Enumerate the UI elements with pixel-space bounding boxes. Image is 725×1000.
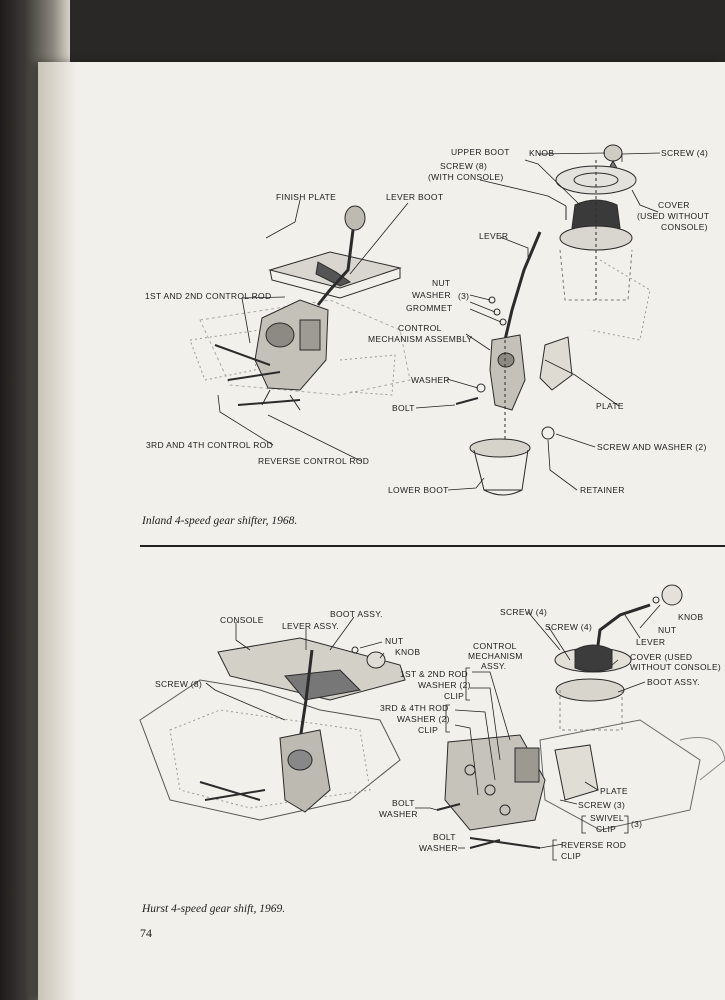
label-plate: PLATE (600, 786, 628, 796)
label-3rd-4th-control-rod: 3RD AND 4TH CONTROL ROD (146, 440, 274, 450)
label-nut-right: NUT (658, 625, 677, 635)
label-washer-2: WASHER (419, 843, 458, 853)
label-qty-3: (3) (631, 819, 643, 829)
label-screw-8: SCREW (8) (440, 161, 488, 171)
label-lever-right: LEVER (636, 637, 666, 647)
label-knob-right: KNOB (678, 612, 704, 622)
label-boot-assy-right: BOOT ASSY. (647, 677, 700, 687)
label-screw-4-a: SCREW (4) (500, 607, 548, 617)
label-3rd-4th-washer: WASHER (2) (397, 714, 450, 724)
label-reverse-rod: REVERSE ROD (561, 840, 627, 850)
label-console: CONSOLE (220, 615, 264, 625)
label-mechanism: MECHANISM (468, 651, 523, 661)
label-cover-used-without: (USED WITHOUT (637, 211, 710, 221)
label-grommet: GROMMET (406, 303, 453, 313)
label-lever-boot: LEVER BOOT (386, 192, 444, 202)
label-1st-2nd-control-rod: 1ST AND 2ND CONTROL ROD (145, 291, 272, 301)
label-lower-boot: LOWER BOOT (388, 485, 449, 495)
label-bolt-2: BOLT (433, 832, 456, 842)
label-cover-console: CONSOLE) (661, 222, 708, 232)
label-control: CONTROL (473, 641, 517, 651)
label-1st-2nd-washer: WASHER (2) (418, 680, 471, 690)
label-screw-8-console: (WITH CONSOLE) (428, 172, 504, 182)
label-knob-left: KNOB (395, 647, 421, 657)
figure-divider (140, 545, 725, 547)
label-1st-2nd-clip: CLIP (444, 691, 465, 701)
label-lever: LEVER (479, 231, 509, 241)
label-reverse-clip: CLIP (561, 851, 582, 861)
label-nut: NUT (432, 278, 451, 288)
label-cover-used: COVER (USED (630, 652, 693, 662)
label-3rd-4th-clip: CLIP (418, 725, 439, 735)
label-1st-2nd-rod: 1ST & 2ND ROD (400, 669, 468, 679)
label-screw-4-b: SCREW (4) (545, 622, 593, 632)
label-clip: CLIP (596, 824, 617, 834)
page-gutter (38, 62, 78, 1000)
label-cover: COVER (658, 200, 690, 210)
label-lever-assy: LEVER ASSY. (282, 621, 340, 631)
label-screw-and-washer: SCREW AND WASHER (2) (597, 442, 707, 452)
label-washer: WASHER (411, 375, 450, 385)
label-3rd-4th-rod: 3RD & 4TH ROD (380, 703, 449, 713)
label-mechanism-assembly: MECHANISM ASSEMBLY (368, 334, 473, 344)
label-plate: PLATE (596, 401, 624, 411)
caption-inland-1968: Inland 4-speed gear shifter, 1968. (142, 515, 298, 527)
label-boot-assy: BOOT ASSY. (330, 609, 383, 619)
caption-hurst-1969: Hurst 4-speed gear shift, 1969. (142, 903, 286, 915)
label-bolt: BOLT (392, 403, 415, 413)
label-nut-left: NUT (385, 636, 404, 646)
label-upper-boot: UPPER BOOT (451, 147, 510, 157)
label-screw-4: SCREW (4) (661, 148, 709, 158)
label-bolt-1: BOLT (392, 798, 415, 808)
label-screw-8: SCREW (8) (155, 679, 203, 689)
label-knob: KNOB (529, 148, 555, 158)
label-qty-3: (3) (458, 291, 470, 301)
label-swivel: SWIVEL (590, 813, 624, 823)
page-number: 74 (140, 926, 152, 940)
label-assy: ASSY. (481, 661, 507, 671)
label-control: CONTROL (398, 323, 442, 333)
label-retainer: RETAINER (580, 485, 625, 495)
label-finish-plate: FINISH PLATE (276, 192, 337, 202)
label-washer-group: WASHER (412, 290, 451, 300)
label-screw-3: SCREW (3) (578, 800, 626, 810)
label-without-console: WITHOUT CONSOLE) (630, 662, 722, 672)
label-washer-1: WASHER (379, 809, 418, 819)
label-reverse-control-rod: REVERSE CONTROL ROD (258, 456, 370, 466)
